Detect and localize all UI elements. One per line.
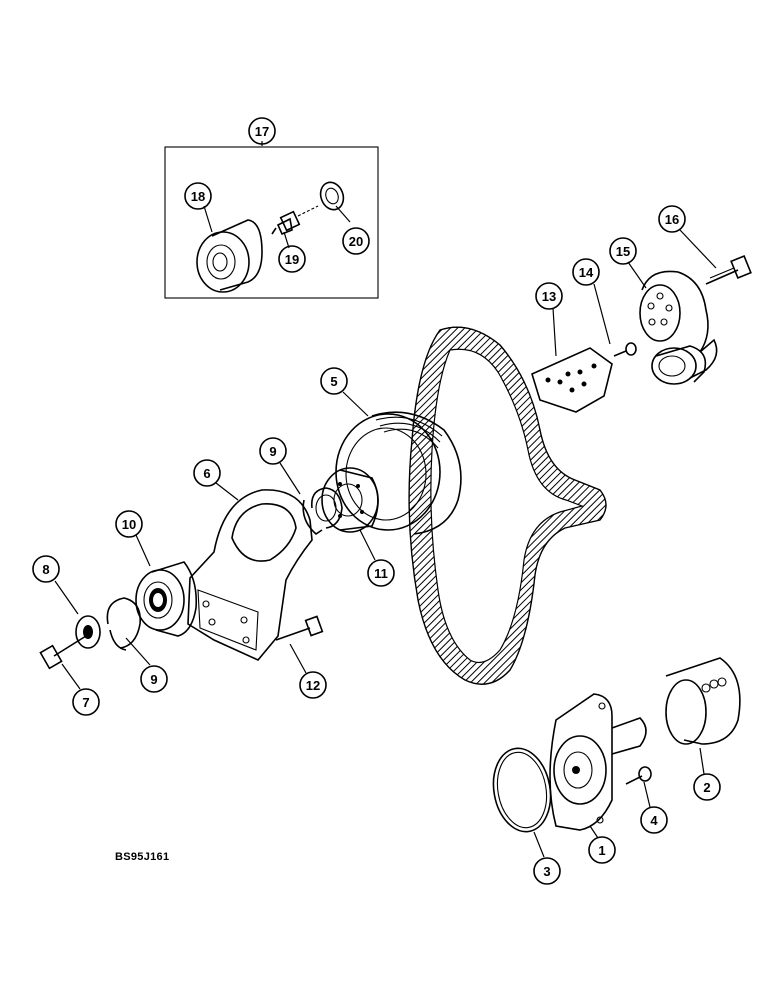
pulley-hub-drawing [321,467,379,533]
callout-20: 20 [342,227,370,255]
svg-text:15: 15 [616,244,630,259]
callout-8: 8 [32,555,60,583]
o-ring-drawing [492,747,552,833]
idler-washer-drawing [319,181,345,211]
svg-text:17: 17 [255,124,269,139]
callout-4: 4 [640,806,668,834]
long-bolt-drawing [39,635,87,670]
callout-18: 18 [184,182,212,210]
water-pump-drawing [549,693,647,831]
tensioner-bolt-drawing [705,254,752,285]
callout-15: 15 [609,237,637,265]
drawing-reference-code: BS95J161 [115,851,170,863]
bracket-bolt-drawing [275,615,324,641]
callout-9-lower: 9 [140,665,168,693]
callout-12: 12 [299,671,327,699]
callout-17: 17 [248,117,276,145]
idler-bearing-drawing [135,561,198,637]
belt-tensioner-drawing [639,270,718,385]
svg-text:10: 10 [122,517,136,532]
callout-19: 19 [278,245,306,273]
snap-ring-lower-drawing [106,597,141,651]
serpentine-belt-drawing [408,326,607,685]
svg-text:2: 2 [703,780,710,795]
svg-text:16: 16 [665,212,679,227]
bracket-screw-drawing [613,342,637,357]
svg-text:13: 13 [542,289,556,304]
callout-7: 7 [72,688,100,716]
svg-text:8: 8 [42,562,49,577]
sleeve-drawing [665,657,741,745]
pump-bolt-drawing [625,766,652,785]
washer-drawing [75,615,101,649]
svg-text:6: 6 [203,466,210,481]
svg-text:12: 12 [306,678,320,693]
callout-16: 16 [658,205,686,233]
callout-9-upper: 9 [259,437,287,465]
svg-text:1: 1 [598,843,605,858]
idler-pulley-drawing [196,219,263,293]
idler-kit-inset [164,141,379,299]
mounting-plate-drawing [531,347,613,413]
svg-text:18: 18 [191,189,205,204]
svg-text:9: 9 [150,672,157,687]
callout-1: 1 [588,836,616,864]
svg-text:7: 7 [82,695,89,710]
callout-14: 14 [572,258,600,286]
snap-ring-upper-drawing [302,487,343,536]
leader-lines [54,205,717,858]
callout-2: 2 [693,773,721,801]
svg-text:5: 5 [330,374,337,389]
idler-bolt-drawing [271,205,319,236]
svg-text:9: 9 [269,444,276,459]
callout-13: 13 [535,282,563,310]
svg-text:20: 20 [349,234,363,249]
callout-6: 6 [193,459,221,487]
mounting-bracket-drawing [187,489,313,661]
callout-10: 10 [115,510,143,538]
callout-11: 11 [367,559,395,587]
svg-text:4: 4 [650,813,658,828]
svg-text:3: 3 [543,864,550,879]
svg-text:19: 19 [285,252,299,267]
callout-5: 5 [320,367,348,395]
callout-3: 3 [533,857,561,885]
svg-text:14: 14 [579,265,594,280]
svg-text:11: 11 [374,566,388,581]
